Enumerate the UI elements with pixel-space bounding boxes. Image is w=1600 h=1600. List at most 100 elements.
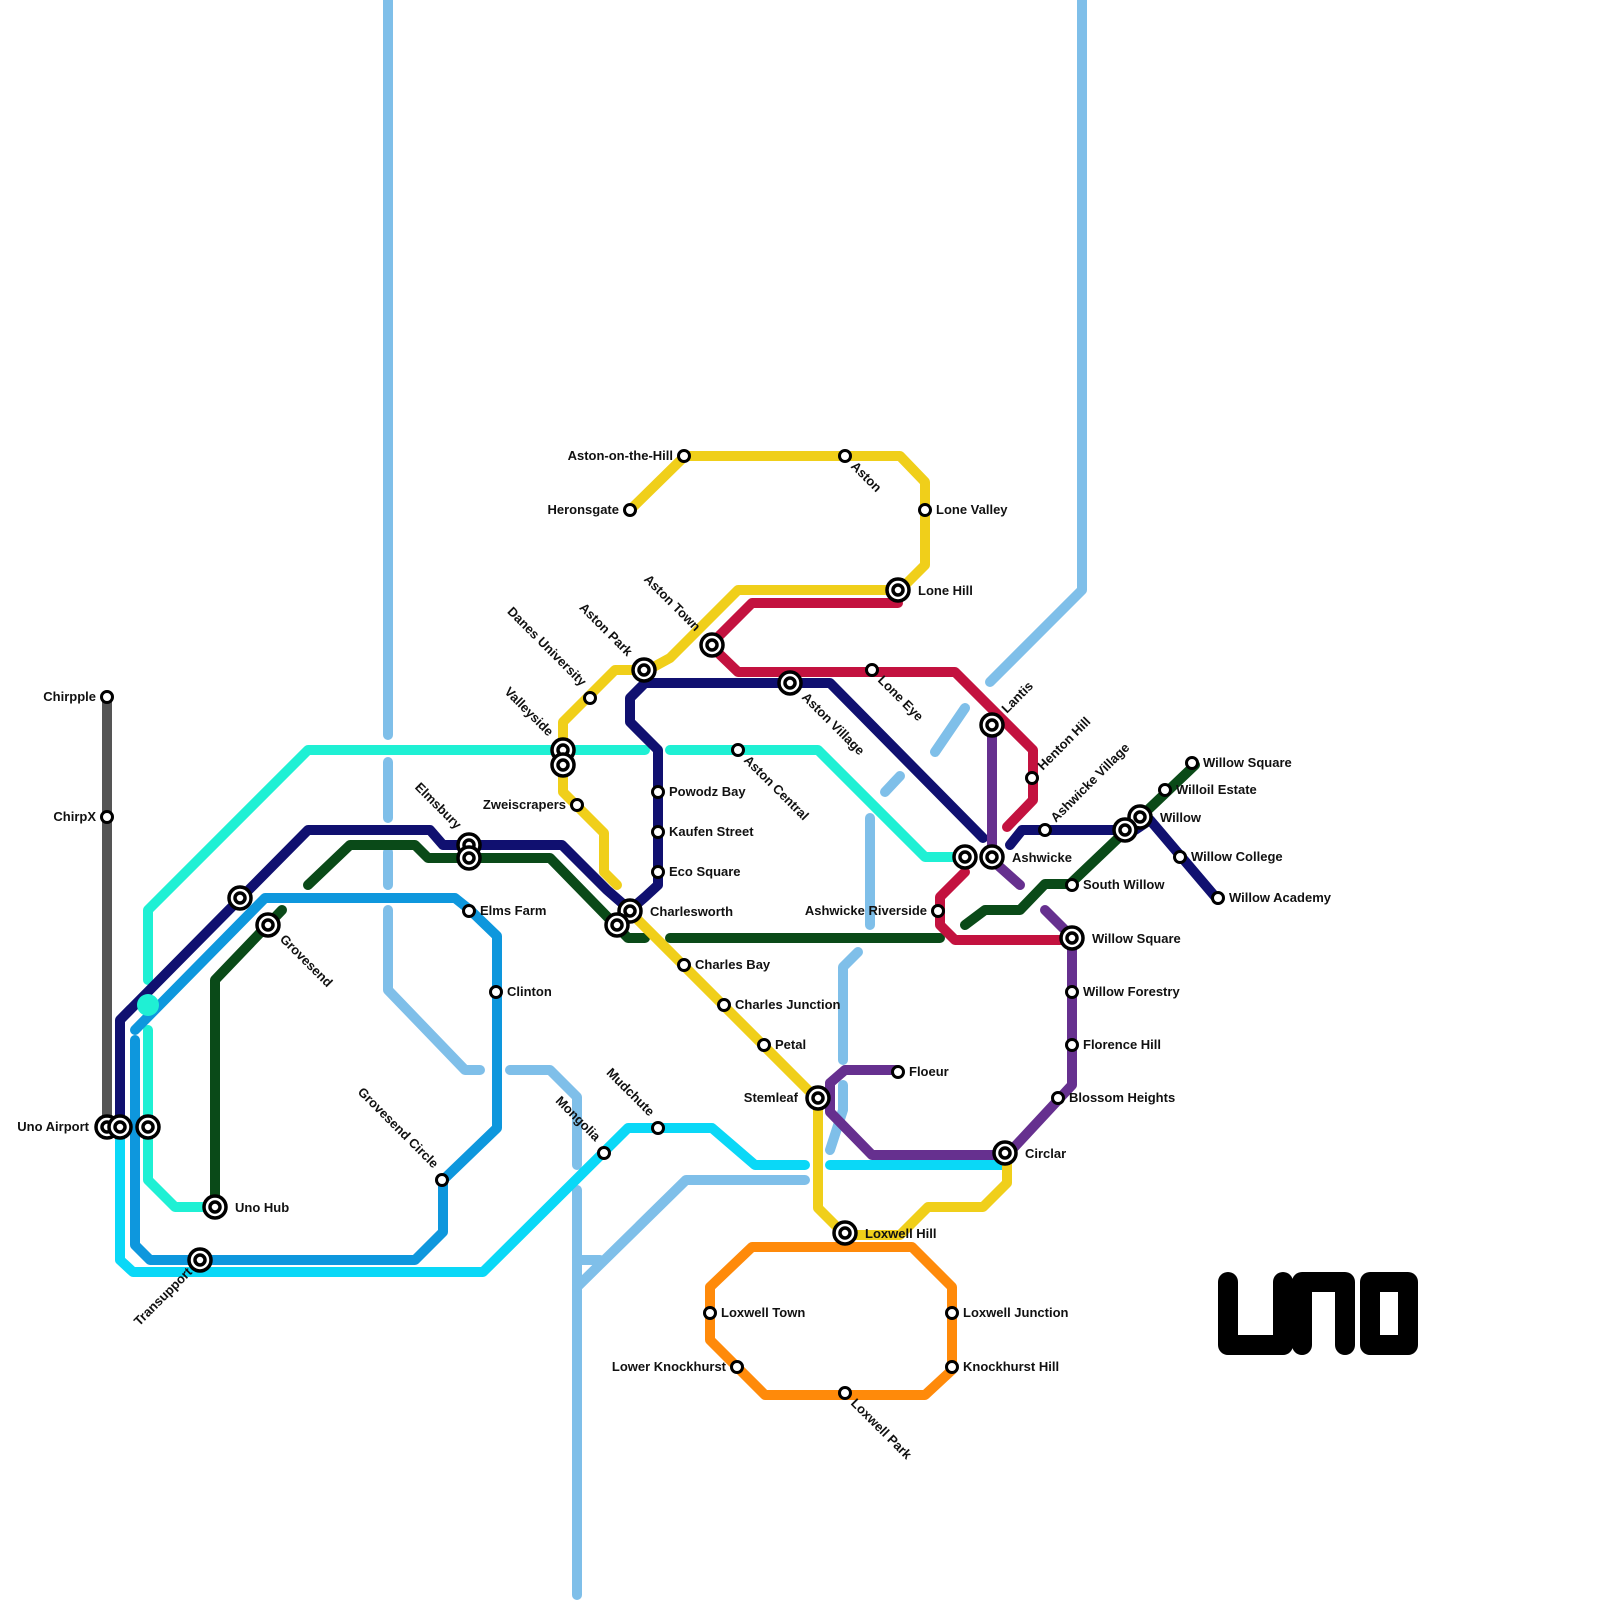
station-willow-academy[interactable]: Willow Academy [1213,890,1332,905]
station-label: Chirpple [43,689,96,704]
interchange-inner [1000,1148,1010,1158]
station-marker [1053,1093,1064,1104]
station-ashwicke-2[interactable] [954,846,976,868]
station-knockhurst-hill[interactable]: Knockhurst Hill [947,1359,1060,1374]
interchange-inner [1135,812,1145,822]
station-marker [599,1148,610,1159]
station-label: ChirpX [53,809,96,824]
station-marker [1187,758,1198,769]
station-label: Willow Square [1092,931,1181,946]
station-label: Willow College [1191,849,1283,864]
station-grovesend-extra[interactable] [229,887,251,909]
station-marker [719,1000,730,1011]
station-charles-junction[interactable]: Charles Junction [719,997,841,1012]
station-marker [653,787,664,798]
interchange-inner [840,1228,850,1238]
station-label: Lower Knockhurst [612,1359,727,1374]
station-loxwell-junction[interactable]: Loxwell Junction [947,1305,1069,1320]
station-uno-hub[interactable]: Uno Hub [204,1196,289,1218]
station-chirpx[interactable]: ChirpX [53,809,112,824]
station-label: Willoil Estate [1176,782,1257,797]
interchange-inner [893,585,903,595]
station-marker [893,1067,904,1078]
station-lower-knockhurst[interactable]: Lower Knockhurst [612,1359,743,1374]
station-charlesworth[interactable]: Charlesworth [619,900,733,922]
station-marker [1040,825,1051,836]
station-willow-2[interactable] [1114,819,1136,841]
station-willow-square-north[interactable]: Willow Square [1187,755,1292,770]
station-label: Eco Square [669,864,741,879]
station-label: Stemleaf [744,1090,799,1105]
interchange-inner [210,1202,220,1212]
interchange-inner [960,852,970,862]
station-marker [840,1388,851,1399]
station-label: Loxwell Junction [963,1305,1069,1320]
station-uno-airport-2[interactable] [109,1116,131,1138]
interchange-inner [625,906,635,916]
interchange-inner [143,1122,153,1132]
station-charlesworth-2[interactable] [606,914,628,936]
station-willow-college[interactable]: Willow College [1175,849,1283,864]
station-marker [840,451,851,462]
station-label: Elms Farm [480,903,546,918]
station-label: Powodz Bay [669,784,746,799]
station-ashwicke-riverside[interactable]: Ashwicke Riverside [805,903,944,918]
station-marker [464,906,475,917]
interchange-inner [987,720,997,730]
station-valleyside-2[interactable] [552,754,574,776]
station-label: Ashwicke [1012,850,1072,865]
station-label: Uno Airport [17,1119,89,1134]
station-label: Kaufen Street [669,824,754,839]
station-label: Heronsgate [547,502,619,517]
station-marker [1067,880,1078,891]
station-marker [679,451,690,462]
station-marker [585,693,596,704]
interchange-inner [115,1122,125,1132]
station-label: Charles Bay [695,957,771,972]
station-ashwicke[interactable]: Ashwicke [981,846,1072,868]
station-label: South Willow [1083,877,1165,892]
station-label: Florence Hill [1083,1037,1161,1052]
station-clinton[interactable]: Clinton [491,984,552,999]
station-loxwell-hill[interactable]: Loxwell Hill [834,1222,937,1244]
station-willow-forestry[interactable]: Willow Forestry [1067,984,1181,999]
station-marker [679,960,690,971]
interchange-inner [813,1093,823,1103]
station-marker [933,906,944,917]
interchange-inner [707,640,717,650]
interchange-inner [639,665,649,675]
station-label: Loxwell Hill [865,1226,937,1241]
station-marker [653,1123,664,1134]
station-willow[interactable]: Willow [1129,806,1202,828]
station-label: Willow Square [1203,755,1292,770]
station-marker [732,1362,743,1373]
station-label: Uno Hub [235,1200,289,1215]
interchange-inner [558,760,568,770]
station-marker [572,800,583,811]
station-blossom-heights[interactable]: Blossom Heights [1053,1090,1176,1105]
station-marker [1067,987,1078,998]
station-circlar[interactable]: Circlar [994,1142,1066,1164]
station-marker [1175,852,1186,863]
station-label: Knockhurst Hill [963,1359,1059,1374]
station-label: Lone Hill [918,583,973,598]
station-aston-on-the-hill[interactable]: Aston-on-the-Hill [568,448,690,463]
station-floeur[interactable]: Floeur [893,1064,949,1079]
station-marker [947,1362,958,1373]
station-label: Willow [1160,810,1202,825]
station-label: Zweiscrapers [483,797,566,812]
station-label: Circlar [1025,1146,1066,1161]
station-marker [102,692,113,703]
station-marker [759,1040,770,1051]
station-petal[interactable]: Petal [759,1037,807,1052]
interchange-inner [195,1255,205,1265]
station-elmsbury-2[interactable] [458,847,480,869]
station-label: Aston-on-the-Hill [568,448,673,463]
station-label: Floeur [909,1064,949,1079]
station-willow-square-south[interactable]: Willow Square [1061,927,1181,949]
station-marker [947,1308,958,1319]
station-marker [437,1175,448,1186]
interchange-inner [987,852,997,862]
station-uno-airport-3[interactable] [137,1116,159,1138]
station-lone-hill[interactable]: Lone Hill [887,579,973,601]
